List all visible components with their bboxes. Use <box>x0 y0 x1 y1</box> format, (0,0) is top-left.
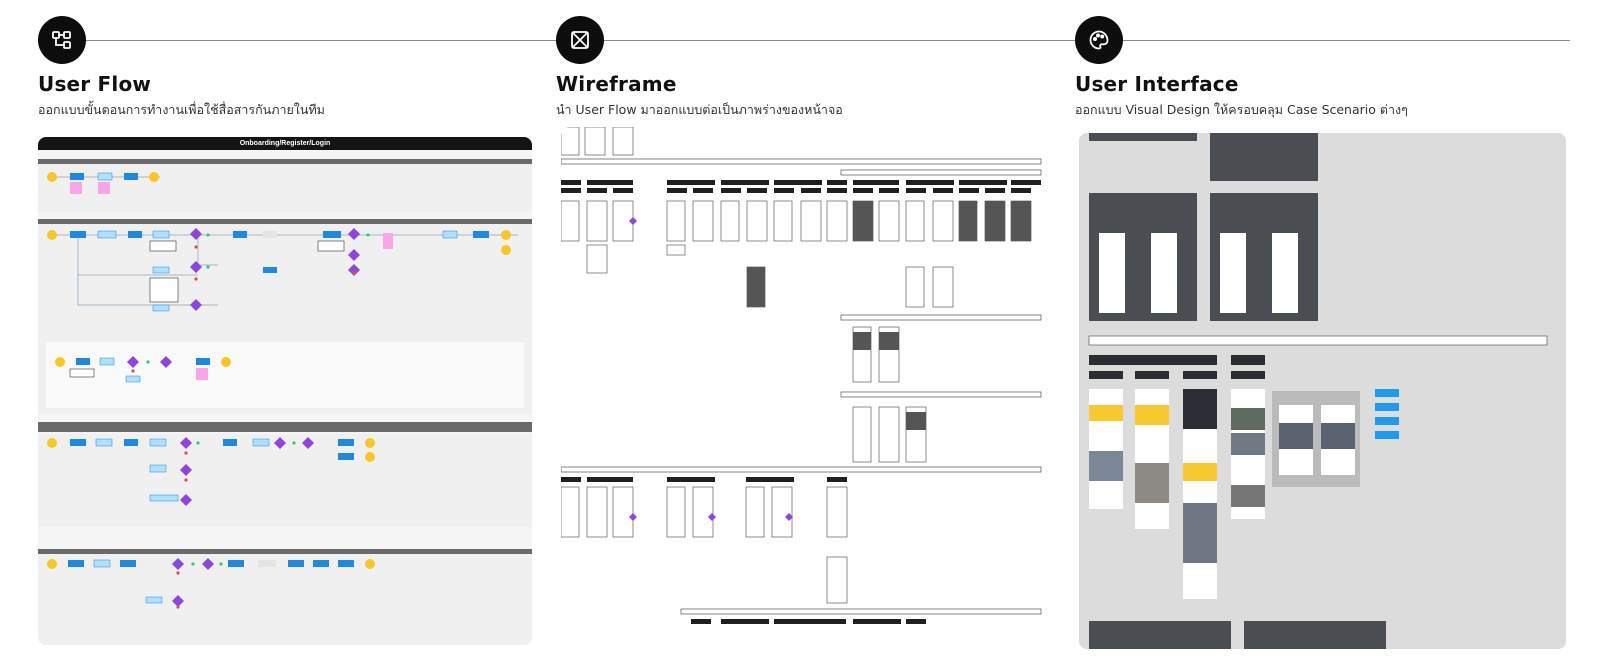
process-timeline <box>62 40 1570 41</box>
column-title: User Interface <box>1075 72 1239 96</box>
ui-screens <box>1088 133 1548 649</box>
lane-header <box>38 219 532 224</box>
lane-header <box>38 422 532 427</box>
wireframe-column: Wireframe นำ User Flow มาออกแบบต่อเป็นภา… <box>556 16 843 120</box>
flow-icon <box>38 16 86 64</box>
column-title: Wireframe <box>556 72 677 96</box>
board-header: Onboarding/Register/Login <box>38 137 532 150</box>
palette-icon <box>1075 16 1123 64</box>
lane-header <box>38 159 532 164</box>
column-subtitle: ออกแบบขั้นตอนการทำงานเพื่อใช้สื่อสารกันภ… <box>38 102 325 117</box>
user-flow-board: Onboarding/Register/Login <box>38 137 532 645</box>
column-subtitle: นำ User Flow มาออกแบบต่อเป็นภาพร่างของหน… <box>556 102 843 117</box>
wireframe-icon <box>556 16 604 64</box>
column-title: User Flow <box>38 72 152 96</box>
user-interface-column: User Interface ออกแบบ Visual Design ให้ค… <box>1075 16 1408 120</box>
wireframe-board <box>561 127 1045 649</box>
wireframe-screens <box>561 127 1042 624</box>
user-flow-column: User Flow ออกแบบขั้นตอนการทำงานเพื่อใช้ส… <box>38 16 325 120</box>
column-subtitle: ออกแบบ Visual Design ให้ครอบคลุม Case Sc… <box>1075 102 1408 117</box>
user-interface-board <box>1079 133 1566 649</box>
lane-header <box>38 549 532 554</box>
flow-diagram <box>38 172 532 645</box>
flow-lane <box>38 164 532 212</box>
lane-header <box>38 427 532 432</box>
